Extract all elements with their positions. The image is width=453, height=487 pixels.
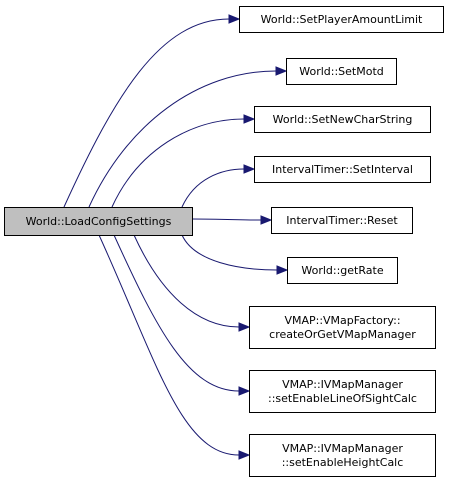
node-set-motd[interactable]: World::SetMotd (286, 58, 397, 85)
node-label: World::SetNewCharString (273, 113, 413, 126)
node-label: World::SetPlayerAmountLimit (261, 13, 423, 26)
edge-arrowhead (243, 164, 256, 174)
edge-line (98, 234, 240, 456)
edge-arrowhead (238, 322, 251, 332)
node-label: VMAP::IVMapManager (282, 378, 403, 391)
node-load-config-settings[interactable]: World::LoadConfigSettings (4, 207, 193, 236)
node-box (271, 207, 413, 234)
edge-to-set-motd (88, 66, 288, 208)
node-label: IntervalTimer::Reset (286, 214, 398, 227)
node-box (239, 6, 444, 33)
edge-to-reset (191, 215, 273, 225)
edge-line (111, 118, 245, 208)
edge-arrowhead (238, 450, 251, 460)
node-box (249, 370, 436, 413)
node-set-new-char-string[interactable]: World::SetNewCharString (254, 106, 431, 133)
node-box (4, 207, 193, 236)
edge-arrowhead (260, 215, 273, 225)
node-label: ::setEnableHeightCalc (282, 456, 404, 469)
edge-to-get-rate (181, 234, 289, 275)
node-set-enable-height-calc[interactable]: VMAP::IVMapManager::setEnableHeightCalc (249, 434, 436, 477)
node-box (254, 106, 431, 133)
edge-to-set-interval (181, 164, 256, 208)
node-label: World::LoadConfigSettings (26, 215, 172, 228)
call-edges (63, 14, 289, 460)
node-box (287, 257, 398, 284)
node-box (249, 434, 436, 477)
edge-to-set-player-amount-limit (63, 14, 241, 208)
edge-line (191, 218, 262, 221)
edge-arrowhead (228, 14, 241, 24)
edge-line (133, 234, 240, 328)
node-label: createOrGetVMapManager (269, 328, 416, 341)
edge-arrowhead (238, 386, 251, 396)
edge-arrowhead (276, 265, 289, 275)
edge-line (181, 168, 245, 208)
edge-to-set-enable-height-calc (98, 234, 251, 460)
node-box (286, 58, 397, 85)
node-set-enable-line-of-sight-calc[interactable]: VMAP::IVMapManager::setEnableLineOfSight… (249, 370, 436, 413)
node-label: World::SetMotd (299, 65, 384, 78)
edge-line (63, 18, 230, 208)
node-label: World::getRate (301, 264, 383, 277)
edge-arrowhead (243, 114, 256, 124)
node-get-rate[interactable]: World::getRate (287, 257, 398, 284)
edge-to-set-enable-line-of-sight-calc (113, 234, 251, 396)
node-reset[interactable]: IntervalTimer::Reset (271, 207, 413, 234)
node-label: ::setEnableLineOfSightCalc (268, 392, 417, 405)
edge-to-create-or-get-vmap-manager (133, 234, 251, 332)
node-label: VMAP::VMapFactory:: (284, 314, 400, 327)
edge-arrowhead (275, 66, 288, 76)
edge-line (88, 70, 277, 208)
call-nodes: World::LoadConfigSettings World::SetPlaye… (4, 6, 444, 477)
node-set-player-amount-limit[interactable]: World::SetPlayerAmountLimit (239, 6, 444, 33)
node-box (254, 156, 431, 183)
node-box (249, 306, 436, 349)
edge-line (113, 234, 240, 392)
edge-line (181, 234, 278, 271)
node-label: VMAP::IVMapManager (282, 442, 403, 455)
edge-to-set-new-char-string (111, 114, 256, 208)
node-set-interval[interactable]: IntervalTimer::SetInterval (254, 156, 431, 183)
node-create-or-get-vmap-manager[interactable]: VMAP::VMapFactory::createOrGetVMapManage… (249, 306, 436, 349)
node-label: IntervalTimer::SetInterval (272, 163, 413, 176)
